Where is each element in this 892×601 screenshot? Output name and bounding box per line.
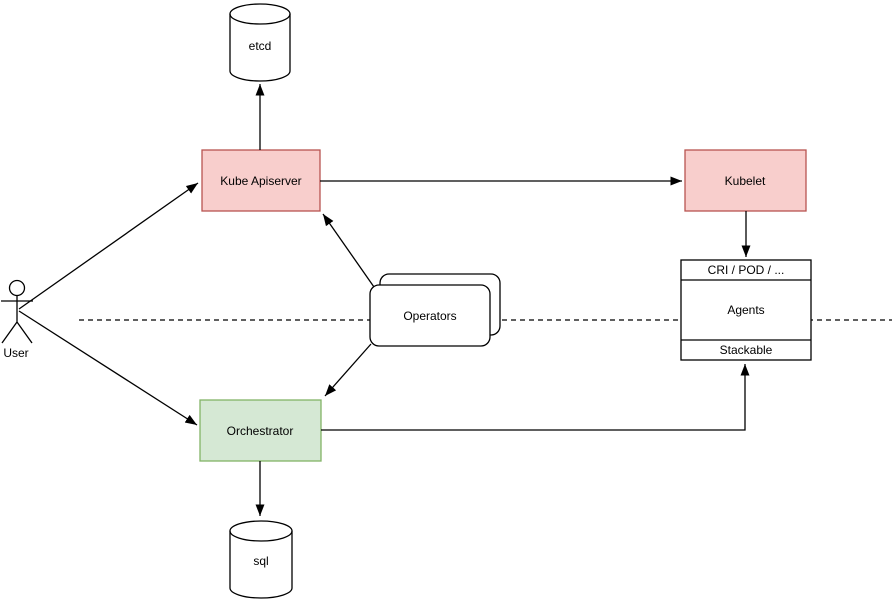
sql-label: sql bbox=[253, 554, 268, 568]
kube-apiserver-label: Kube Apiserver bbox=[220, 174, 301, 188]
agents-footer-label: Stackable bbox=[720, 343, 773, 357]
node-etcd: etcd bbox=[229, 3, 291, 82]
operators-front-card bbox=[369, 284, 491, 347]
node-kubelet: Kubelet bbox=[684, 149, 807, 212]
agents-title-label: Agents bbox=[727, 303, 764, 317]
agents-box bbox=[680, 259, 812, 361]
agents-header-label: CRI / POD / ... bbox=[708, 263, 785, 277]
etcd-label: etcd bbox=[249, 39, 272, 53]
edge-operators-to-orchestrator bbox=[324, 343, 372, 397]
edge-user-to-orchestrator bbox=[18, 310, 198, 426]
edge-user-to-kube-apiserver bbox=[18, 182, 199, 310]
node-orchestrator: Orchestrator bbox=[199, 399, 322, 462]
kube-apiserver-box bbox=[201, 149, 321, 212]
kubelet-label: Kubelet bbox=[725, 174, 766, 188]
kubelet-box bbox=[684, 149, 807, 212]
node-kube-apiserver: Kube Apiserver bbox=[201, 149, 321, 212]
user-actor-head bbox=[8, 279, 26, 297]
orchestrator-box bbox=[199, 399, 322, 462]
user-actor-body bbox=[1, 295, 33, 344]
etcd-cylinder-rim bbox=[229, 13, 291, 25]
node-operators: Operators bbox=[369, 273, 501, 347]
operators-label: Operators bbox=[403, 309, 456, 323]
sql-cylinder-rim bbox=[229, 530, 293, 542]
edge-operators-to-kube-apiserver bbox=[322, 213, 375, 288]
node-sql: sql bbox=[229, 520, 293, 599]
node-agents: CRI / POD / ... Agents Stackable bbox=[680, 259, 812, 361]
orchestrator-label: Orchestrator bbox=[227, 424, 294, 438]
edge-orchestrator-to-stackable bbox=[321, 364, 750, 431]
user-label: User bbox=[3, 346, 28, 360]
node-user-actor: User bbox=[1, 279, 33, 360]
